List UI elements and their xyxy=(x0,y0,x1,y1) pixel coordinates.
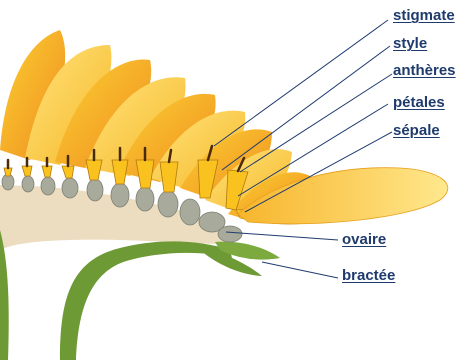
label-style: style xyxy=(393,36,427,51)
ovary xyxy=(62,178,78,198)
leader-line-bractee xyxy=(262,262,338,278)
label-stigmate: stigmate xyxy=(393,8,455,23)
label-ovaire: ovaire xyxy=(342,232,386,247)
ovary xyxy=(180,199,200,225)
stem-left xyxy=(0,230,9,360)
ovary xyxy=(87,179,103,201)
leader-line-ovaire xyxy=(226,232,338,240)
stem xyxy=(60,241,232,360)
ovary xyxy=(22,176,34,192)
label-bractee: bractée xyxy=(342,268,395,283)
ovary xyxy=(218,226,242,242)
label-petales: pétales xyxy=(393,95,445,110)
label-sepale: sépale xyxy=(393,123,440,138)
ovary xyxy=(41,177,55,195)
ovary xyxy=(136,187,154,211)
leader-line-antheres xyxy=(240,74,392,172)
leader-line-style xyxy=(222,46,390,170)
ovary xyxy=(158,191,178,217)
label-antheres: anthères xyxy=(393,63,456,78)
ovary xyxy=(111,183,129,207)
leader-line-stigmate xyxy=(214,20,388,146)
